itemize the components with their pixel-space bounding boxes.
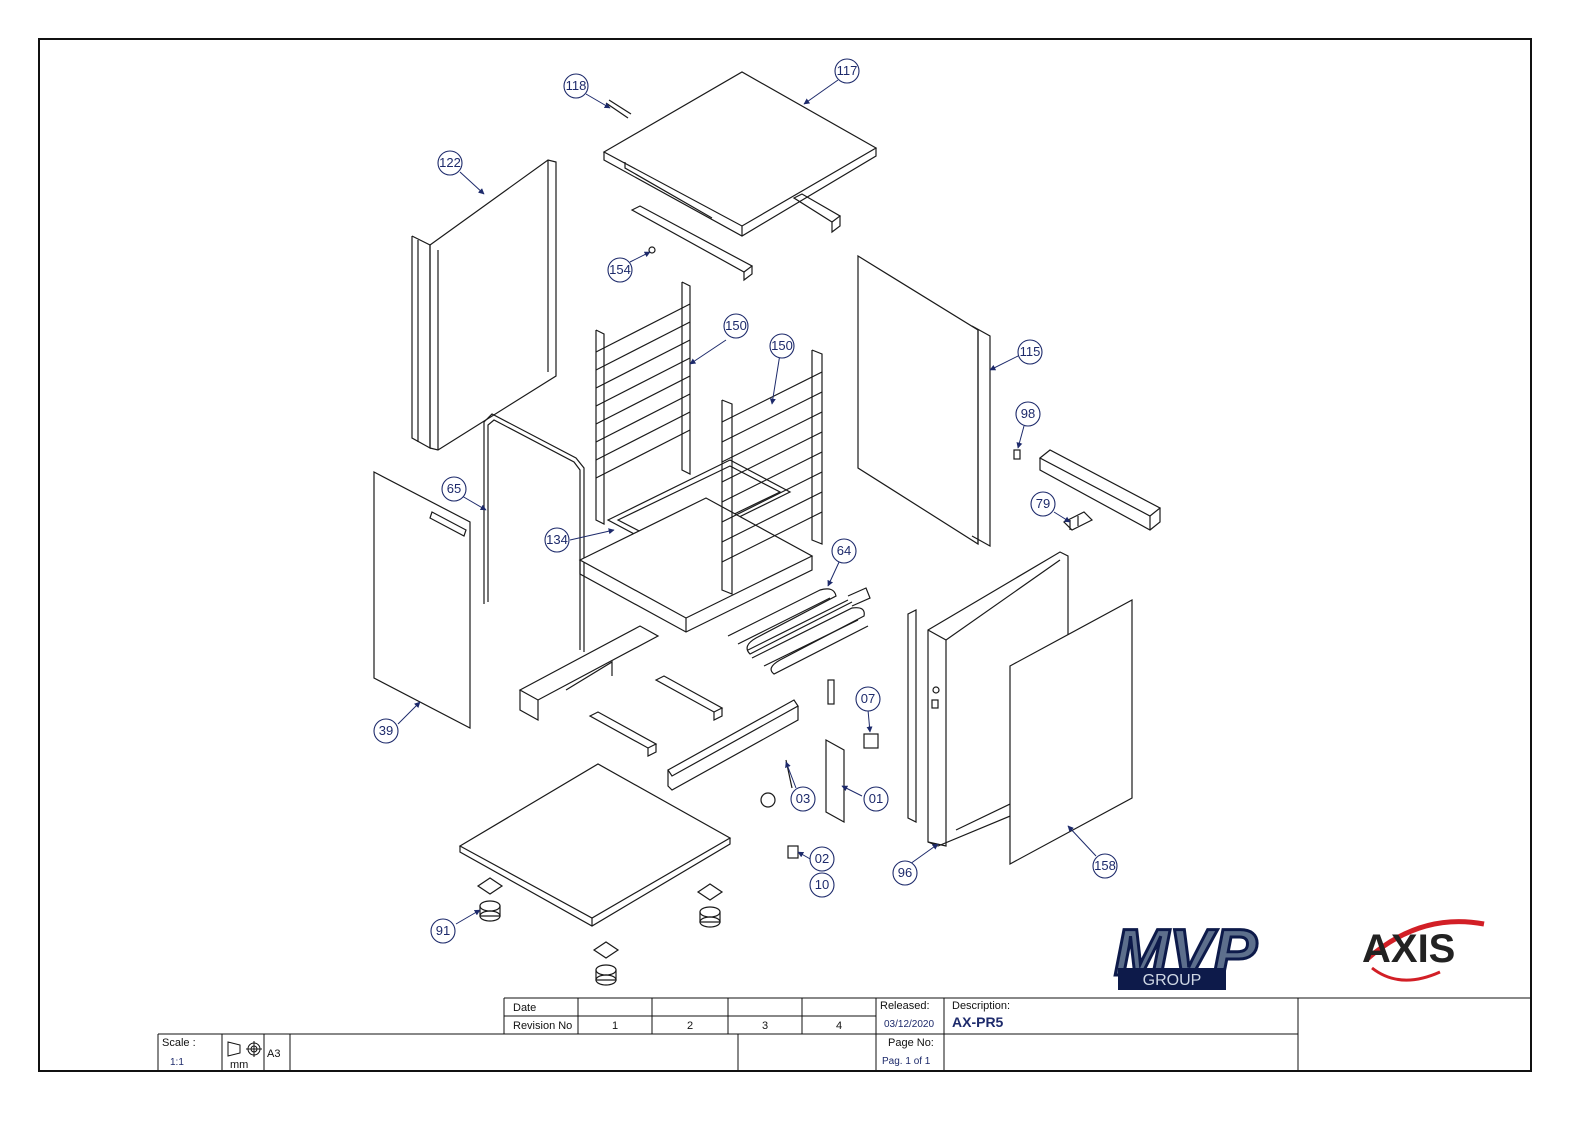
balloon-117: 117 (834, 58, 860, 84)
svg-text:64: 64 (837, 543, 851, 558)
svg-text:96: 96 (898, 865, 912, 880)
left-side-panel-part (411, 159, 557, 451)
screw-part (648, 246, 656, 254)
balloon-158: 158 (1092, 853, 1118, 879)
revision-2: 2 (687, 1020, 693, 1032)
svg-text:150: 150 (771, 338, 793, 353)
balloon-02: 02 (809, 846, 835, 872)
revision-3: 3 (762, 1020, 768, 1032)
balloon-150-right: 150 (769, 333, 795, 359)
svg-text:01: 01 (869, 791, 883, 806)
rear-panel-part (1009, 598, 1133, 866)
page-label: Page No: (888, 1037, 934, 1049)
scale-label: Scale : (162, 1037, 196, 1049)
drawing-sheet-border (38, 38, 1532, 1072)
svg-text:91: 91 (436, 923, 450, 938)
svg-text:03: 03 (796, 791, 810, 806)
revision-1: 1 (612, 1020, 618, 1032)
svg-text:117: 117 (837, 63, 858, 78)
balloon-03: 03 (790, 786, 816, 812)
svg-text:122: 122 (439, 155, 461, 170)
pin-part (605, 99, 632, 119)
title-block (157, 997, 1532, 1072)
axis-logo: AXIS (1362, 919, 1485, 982)
right-rack-part (721, 349, 823, 595)
balloon-122: 122 (437, 150, 463, 176)
revision-4: 4 (836, 1020, 842, 1032)
left-rack-part (595, 281, 691, 525)
svg-text:GROUP: GROUP (1143, 972, 1202, 989)
page-value: Pag. 1 of 1 (882, 1056, 931, 1067)
right-side-panel-part (857, 254, 991, 548)
leader-lines (397, 79, 1097, 925)
svg-text:158: 158 (1094, 858, 1116, 873)
balloon-98: 98 (1015, 401, 1041, 427)
control-components-part (760, 679, 879, 859)
balloon-115: 115 (1017, 339, 1043, 365)
svg-text:07: 07 (861, 691, 875, 706)
balloon-64: 64 (831, 538, 857, 564)
svg-text:10: 10 (815, 877, 829, 892)
svg-text:98: 98 (1021, 406, 1035, 421)
balloon-134: 134 (544, 527, 570, 553)
unit-label: mm (230, 1059, 248, 1071)
top-rail-part (630, 193, 842, 282)
shelf-part (578, 459, 814, 633)
revision-label: Revision No (513, 1020, 572, 1032)
balloon-labels: 118 117 122 154 150 150 115 98 79 65 134… (373, 58, 1118, 944)
mvp-group-logo: MVP GROUP (1113, 914, 1260, 991)
door-gasket-part (483, 413, 585, 652)
released-label: Released: (880, 1000, 930, 1012)
svg-text:134: 134 (546, 532, 568, 547)
description-label: Description: (952, 1000, 1010, 1012)
sheet-size: A3 (267, 1048, 280, 1060)
parts-linework (373, 71, 1162, 986)
door-panel-part (373, 471, 471, 729)
svg-text:39: 39 (379, 723, 393, 738)
released-date: 03/12/2020 (884, 1019, 934, 1030)
svg-text:79: 79 (1036, 496, 1050, 511)
description-value: AX-PR5 (952, 1014, 1004, 1030)
svg-text:65: 65 (447, 481, 461, 496)
balloon-10: 10 (809, 872, 835, 898)
svg-text:118: 118 (566, 78, 587, 93)
balloon-07: 07 (855, 686, 881, 712)
svg-text:02: 02 (815, 851, 829, 866)
clip-part (1013, 449, 1021, 460)
balloon-39: 39 (373, 718, 399, 744)
balloon-150-left: 150 (723, 313, 749, 339)
heating-element-part (727, 587, 871, 675)
balloon-65: 65 (441, 476, 467, 502)
balloon-01: 01 (863, 786, 889, 812)
duct-part (1038, 449, 1162, 531)
balloon-96: 96 (892, 860, 918, 886)
base-brackets-part (518, 625, 799, 791)
top-panel-part (602, 71, 878, 237)
title-block-text: Date Revision No 1 2 3 4 Released: 03/12… (162, 1000, 1010, 1071)
svg-text:154: 154 (609, 262, 631, 277)
svg-text:AXIS: AXIS (1362, 927, 1455, 971)
balloon-79: 79 (1030, 491, 1056, 517)
balloon-118: 118 (563, 73, 589, 99)
bottom-panel-part (458, 763, 732, 927)
svg-text:150: 150 (725, 318, 747, 333)
balloon-91: 91 (430, 918, 456, 944)
date-label: Date (513, 1002, 536, 1014)
svg-text:115: 115 (1020, 344, 1041, 359)
scale-value: 1:1 (170, 1057, 184, 1068)
balloon-154: 154 (607, 257, 633, 283)
